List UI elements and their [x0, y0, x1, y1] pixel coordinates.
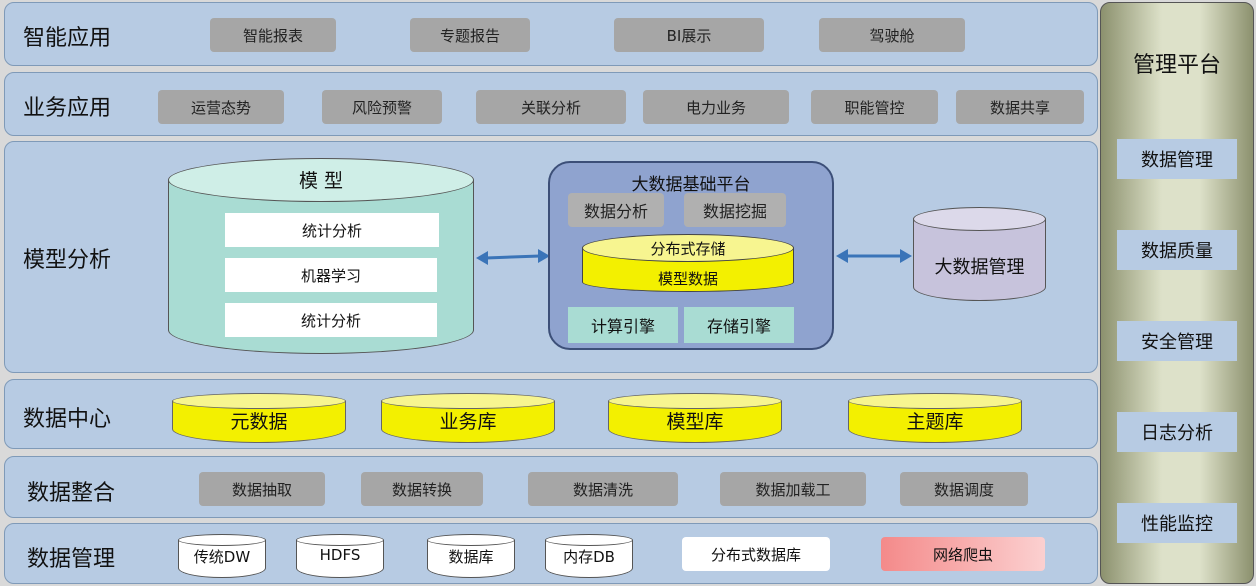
bdm-cylinder-body: [913, 219, 1046, 301]
management-platform-panel: 管理平台: [1100, 2, 1254, 584]
mgmt-data-management[interactable]: 数据管理: [1117, 139, 1237, 179]
storage-engine-button[interactable]: 存储引擎: [684, 307, 794, 343]
cylinder-label: 主题库: [906, 411, 964, 433]
storage-top-label: 分布式存储: [650, 240, 726, 258]
cylinder-label: 数据库: [448, 548, 494, 566]
layer-title: 数据中心: [23, 407, 112, 432]
cylinder-label: 模型库: [666, 411, 724, 433]
cylinder-body: [427, 540, 515, 578]
traditional-dw-cylinder[interactable]: 传统DW: [178, 534, 266, 578]
data-mining-button[interactable]: 数据挖掘: [684, 193, 786, 227]
cylinder-body: [296, 540, 384, 578]
data-analysis-button[interactable]: 数据分析: [568, 193, 664, 227]
cylinder-body: [178, 540, 266, 578]
cylinder-top: [296, 534, 384, 546]
bidirectional-arrow-right: [836, 249, 912, 263]
function-control-button[interactable]: 职能管控: [811, 90, 938, 124]
cylinder-label: 业务库: [439, 411, 497, 433]
cylinder-top: [427, 534, 515, 546]
model-item-machine-learning[interactable]: 机器学习: [225, 258, 437, 292]
data-sharing-button[interactable]: 数据共享: [956, 90, 1084, 124]
data-load-button[interactable]: 数据加载工: [720, 472, 866, 506]
data-extract-button[interactable]: 数据抽取: [199, 472, 325, 506]
database-cylinder[interactable]: 数据库: [427, 534, 515, 578]
mgmt-performance-monitoring[interactable]: 性能监控: [1117, 503, 1237, 543]
topic-db-cylinder[interactable]: 主题库: [848, 393, 1022, 443]
layer-title: 模型分析: [23, 248, 112, 273]
cylinder-top: [848, 393, 1022, 409]
metadata-cylinder[interactable]: 元数据: [172, 393, 346, 443]
management-platform-title: 管理平台: [1132, 53, 1221, 78]
smart-report-button[interactable]: 智能报表: [210, 18, 336, 52]
distributed-storage-cylinder: 分布式存储 模型数据: [582, 234, 794, 292]
business-db-cylinder[interactable]: 业务库: [381, 393, 555, 443]
risk-alert-button[interactable]: 风险预警: [322, 90, 442, 124]
cylinder-top: [178, 534, 266, 546]
memory-db-cylinder[interactable]: 内存DB: [545, 534, 633, 578]
ops-status-button[interactable]: 运营态势: [158, 90, 284, 124]
data-clean-button[interactable]: 数据清洗: [528, 472, 678, 506]
cylinder-top: [545, 534, 633, 546]
mgmt-security[interactable]: 安全管理: [1117, 321, 1237, 361]
cylinder-top: [172, 393, 346, 409]
distributed-db-box[interactable]: 分布式数据库: [682, 537, 830, 571]
mgmt-data-quality[interactable]: 数据质量: [1117, 230, 1237, 270]
power-business-button[interactable]: 电力业务: [643, 90, 789, 124]
cylinder-top: [608, 393, 782, 409]
web-crawler-box[interactable]: 网络爬虫: [881, 537, 1045, 571]
bdm-label: 大数据管理: [934, 257, 1025, 278]
storage-body-label: 模型数据: [657, 270, 718, 288]
layer-title: 业务应用: [23, 96, 112, 121]
layer-title: 智能应用: [23, 26, 112, 51]
topic-report-button[interactable]: 专题报告: [410, 18, 530, 52]
model-item-statistics[interactable]: 统计分析: [225, 213, 439, 247]
correlation-analysis-button[interactable]: 关联分析: [476, 90, 626, 124]
hdfs-cylinder[interactable]: HDFS: [296, 534, 384, 578]
cylinder-label: HDFS: [319, 546, 361, 564]
mgmt-log-analysis[interactable]: 日志分析: [1117, 412, 1237, 452]
cockpit-button[interactable]: 驾驶舱: [819, 18, 965, 52]
cylinder-body: [545, 540, 633, 578]
model-cylinder-title: 模 型: [298, 170, 344, 192]
model-item-statistics-2[interactable]: 统计分析: [225, 303, 437, 337]
cylinder-label: 传统DW: [193, 548, 251, 566]
storage-cylinder-top: [582, 234, 794, 262]
cylinder-top: [381, 393, 555, 409]
bdm-cylinder-top: [913, 207, 1046, 231]
cylinder-label: 元数据: [230, 411, 288, 433]
bidirectional-arrow-left: [476, 249, 550, 265]
platform-title: 大数据基础平台: [631, 175, 751, 195]
big-data-management-cylinder[interactable]: 大数据管理: [913, 207, 1046, 301]
layer-title: 数据管理: [27, 547, 116, 572]
data-transform-button[interactable]: 数据转换: [361, 472, 483, 506]
model-cylinder-top: [168, 158, 474, 202]
cylinder-label: 内存DB: [563, 548, 615, 566]
bi-display-button[interactable]: BI展示: [614, 18, 764, 52]
model-db-cylinder[interactable]: 模型库: [608, 393, 782, 443]
layer-title: 数据整合: [27, 481, 116, 506]
data-schedule-button[interactable]: 数据调度: [900, 472, 1028, 506]
compute-engine-button[interactable]: 计算引擎: [568, 307, 678, 343]
